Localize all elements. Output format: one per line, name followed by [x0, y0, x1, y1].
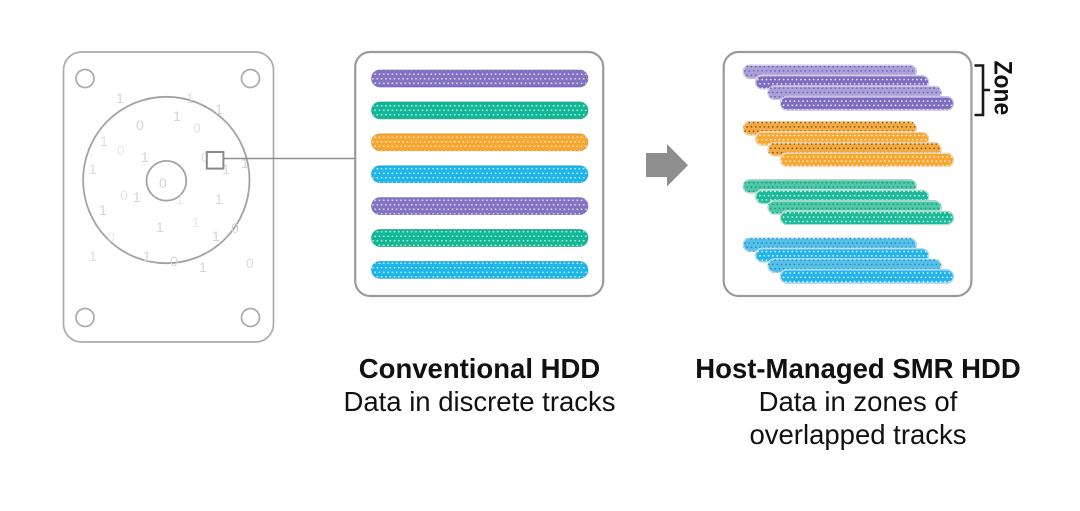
svg-text:1: 1 [176, 191, 184, 207]
svg-text:0: 0 [117, 142, 125, 158]
svg-text:1: 1 [141, 149, 149, 165]
svg-text:0: 0 [246, 255, 254, 271]
svg-text:Conventional HDD: Conventional HDD [359, 353, 600, 384]
svg-text:1: 1 [173, 108, 181, 124]
svg-text:0: 0 [170, 253, 178, 269]
svg-text:1: 1 [241, 155, 249, 171]
svg-text:1: 1 [222, 161, 230, 177]
svg-text:1: 1 [89, 248, 97, 264]
svg-text:1: 1 [215, 191, 223, 207]
svg-text:1: 1 [212, 228, 220, 244]
svg-text:1: 1 [156, 219, 164, 235]
svg-text:1: 1 [199, 259, 207, 275]
svg-text:0: 0 [193, 120, 201, 136]
svg-text:1: 1 [133, 189, 141, 205]
svg-text:1: 1 [186, 90, 194, 106]
svg-text:0: 0 [231, 220, 239, 236]
svg-text:Data in zones of: Data in zones of [759, 386, 958, 417]
svg-text:Data in discrete tracks: Data in discrete tracks [343, 386, 615, 417]
svg-text:Host-Managed SMR HDD: Host-Managed SMR HDD [695, 353, 1020, 384]
svg-text:1: 1 [143, 248, 151, 264]
svg-text:overlapped tracks: overlapped tracks [749, 419, 966, 450]
svg-text:1: 1 [89, 161, 97, 177]
svg-text:0: 0 [120, 187, 128, 203]
svg-text:1: 1 [99, 202, 107, 218]
svg-text:1: 1 [100, 133, 108, 149]
svg-text:0: 0 [136, 117, 144, 133]
svg-text:0: 0 [159, 175, 167, 191]
svg-text:1: 1 [192, 214, 200, 230]
svg-text:Zone: Zone [988, 61, 1016, 116]
svg-text:1: 1 [215, 101, 223, 117]
svg-text:0: 0 [107, 229, 115, 245]
svg-text:1: 1 [116, 90, 124, 106]
svg-text:0: 0 [201, 149, 209, 165]
